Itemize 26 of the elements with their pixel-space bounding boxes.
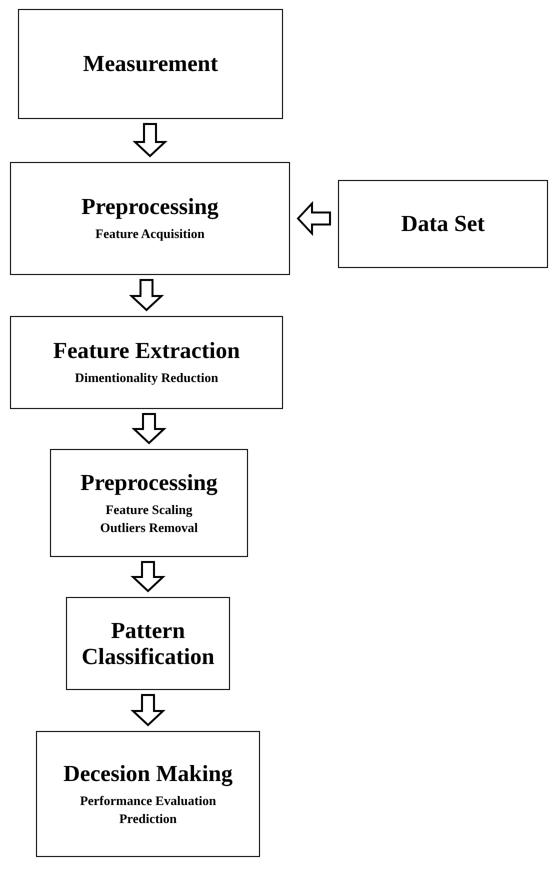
- process-box: [66, 597, 230, 690]
- box-heading: Pattern Classification: [82, 618, 214, 669]
- box-subtext: Feature Scaling: [106, 501, 192, 519]
- process-box: [10, 316, 283, 409]
- hollow-arrow: [130, 694, 166, 726]
- hollow-arrow: [296, 200, 331, 236]
- box-subtext: Prediction: [119, 810, 177, 828]
- box-heading: Preprocessing: [81, 194, 219, 220]
- box-heading: Data Set: [401, 211, 485, 237]
- box-subtext: Performance Evaluation: [80, 792, 216, 810]
- box-subtext: Outliers Removal: [100, 518, 198, 536]
- hollow-arrow: [132, 123, 168, 158]
- process-box: [50, 449, 248, 557]
- box-subtext: Dimentionality Reduction: [74, 369, 218, 387]
- box-heading: Measurement: [83, 51, 218, 77]
- process-box: [18, 9, 283, 119]
- box-subtext: Feature Acquisition: [95, 225, 205, 243]
- box-heading: Preprocessing: [80, 470, 218, 496]
- hollow-arrow: [130, 561, 166, 592]
- hollow-arrow: [131, 413, 167, 444]
- box-heading: Decesion Making: [63, 760, 233, 786]
- process-box: [338, 180, 548, 268]
- process-box: [10, 162, 290, 275]
- hollow-arrow: [128, 279, 164, 312]
- box-heading: Feature Extraction: [53, 338, 240, 364]
- process-box: [36, 731, 260, 857]
